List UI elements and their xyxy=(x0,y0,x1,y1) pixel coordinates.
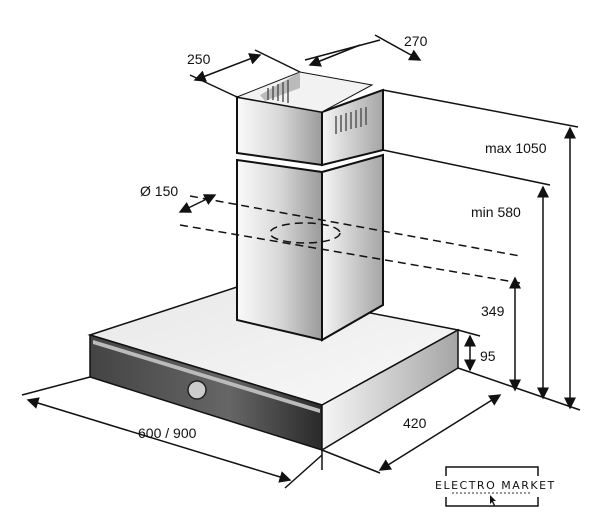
dim-min-height: min 580 xyxy=(471,204,521,220)
control-knob xyxy=(187,380,207,400)
dim-depth: 420 xyxy=(403,415,427,431)
dim-chimney-depth: 250 xyxy=(187,51,211,67)
dim-canopy-height: 95 xyxy=(480,348,496,364)
brand-logo: ELECTRO MARKET xyxy=(435,466,556,507)
vent-slots xyxy=(267,80,367,134)
chimney xyxy=(235,71,384,342)
dim-duct-height: 349 xyxy=(481,303,505,319)
dim-duct-diameter: Ø 150 xyxy=(140,183,178,199)
dim-chimney-width: 270 xyxy=(404,33,428,49)
dim-max-height: max 1050 xyxy=(485,140,547,156)
cursor-icon xyxy=(490,495,496,506)
dimension-lines xyxy=(21,34,581,489)
svg-text:ELECTRO MARKET: ELECTRO MARKET xyxy=(435,479,556,492)
duct-outline xyxy=(179,195,521,284)
dim-width: 600 / 900 xyxy=(138,425,197,441)
